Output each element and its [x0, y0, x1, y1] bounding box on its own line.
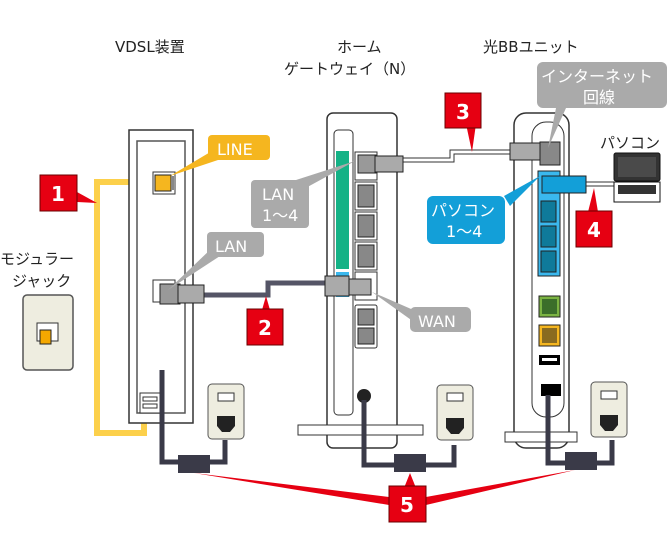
label-pc14-1: パソコン: [431, 201, 495, 220]
label-lan: [207, 232, 264, 257]
outlet-3: [590, 381, 628, 438]
label-wan-text: WAN: [418, 312, 456, 331]
step-badge-5: [388, 485, 427, 523]
label-internet: [537, 62, 667, 108]
connector-gateway-lan: [357, 154, 404, 174]
step-badge-4: [575, 210, 613, 248]
label-pc14: [427, 196, 505, 244]
step-3: 3: [456, 100, 470, 124]
outlet-1: [207, 383, 245, 440]
step-2: 2: [258, 316, 272, 340]
label-internet-1: インターネット: [541, 67, 653, 86]
connector-bb-pc: [541, 175, 587, 194]
step-5: 5: [400, 493, 414, 517]
modular-jack: [22, 294, 74, 371]
lan-cable-2: [200, 280, 330, 298]
title-gateway-2: ゲートウェイ（N）: [284, 60, 415, 78]
step-4: 4: [587, 218, 601, 242]
label-pc14-2: 1〜4: [446, 222, 482, 241]
step-1: 1: [51, 182, 65, 206]
power-adapter-2: [394, 454, 426, 472]
power-adapter-3: [565, 452, 597, 470]
label-line: [208, 135, 270, 160]
label-lan14-1: LAN: [262, 185, 294, 204]
lan-cable-3: [402, 150, 512, 162]
connector-vdsl-lan: [159, 283, 205, 305]
laptop-icon: [613, 152, 661, 203]
connector-bb-internet: [509, 142, 541, 161]
title-modular-1: モジュラー: [0, 250, 74, 268]
label-line-text: LINE: [217, 140, 253, 159]
title-bb-unit: 光BBユニット: [483, 38, 579, 56]
step-badge-3: [444, 92, 482, 129]
label-internet-2: 回線: [583, 88, 615, 107]
label-wan: [410, 307, 471, 332]
step-badge-2: [246, 308, 284, 346]
outlet-2: [436, 384, 474, 441]
bb-unit: [504, 112, 578, 449]
title-gateway-1: ホーム: [337, 38, 382, 56]
label-lan14: [251, 180, 309, 228]
step-badge-1: [39, 174, 78, 212]
title-vdsl: VDSL装置: [115, 38, 185, 56]
label-lan-text: LAN: [215, 237, 247, 256]
connector-gateway-wan: [324, 275, 372, 297]
title-modular-2: ジャック: [12, 272, 71, 290]
label-lan14-2: 1〜4: [262, 206, 298, 225]
power-adapter-1: [178, 455, 210, 473]
title-pc: パソコン: [600, 134, 660, 152]
